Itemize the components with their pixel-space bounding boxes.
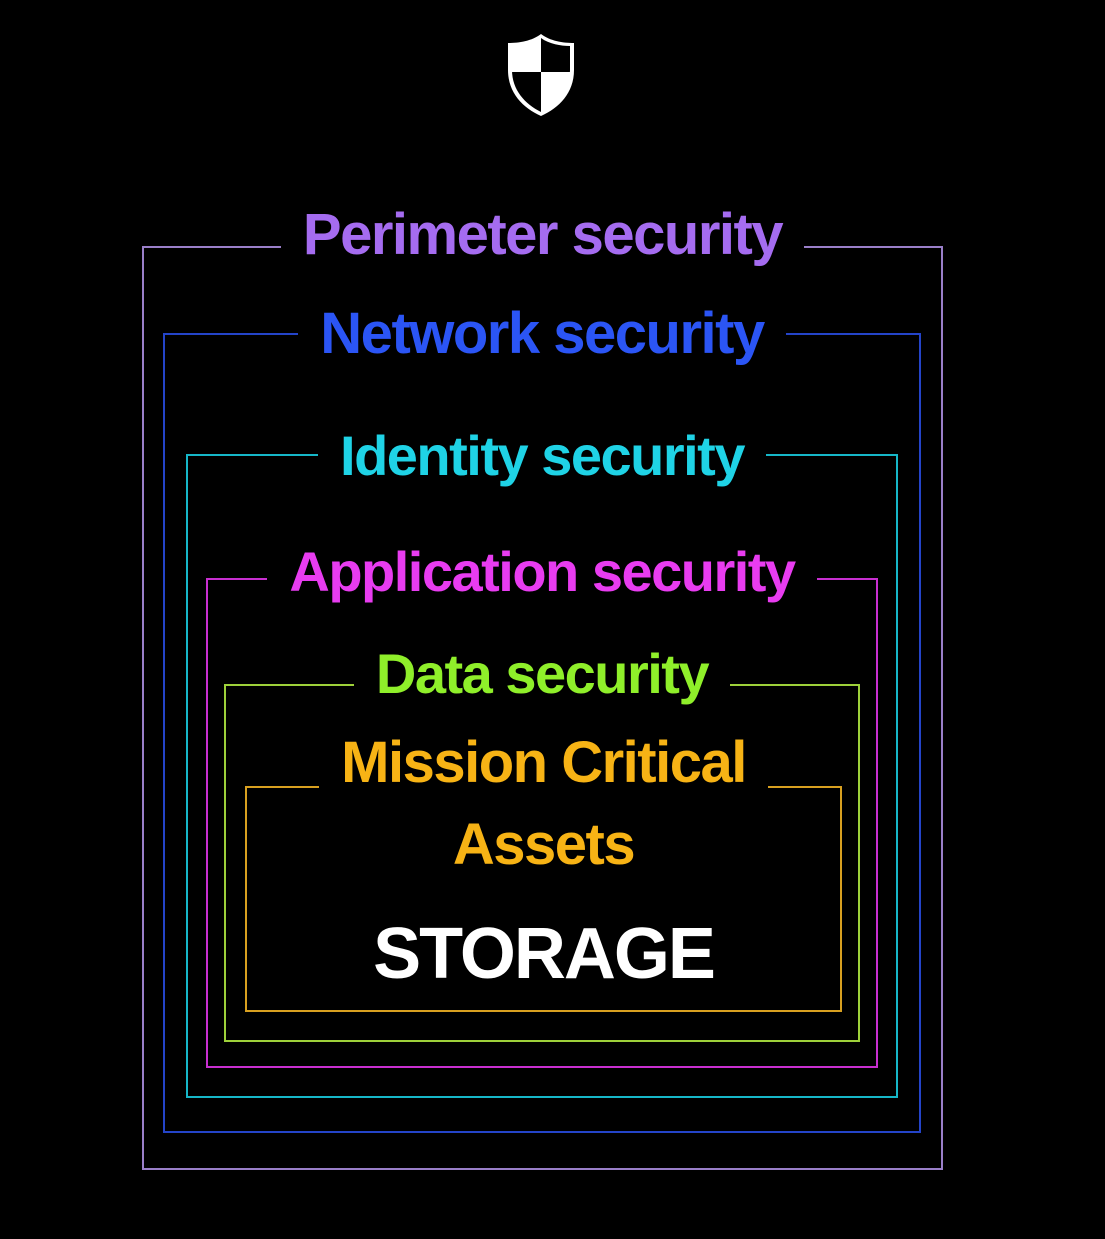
- layer-mission-critical: Mission Critical Assets STORAGE: [245, 730, 842, 1012]
- layer-label-mission-critical: Mission Critical: [319, 730, 768, 795]
- layer-identity: Identity security: [186, 424, 898, 1098]
- shield-icon: [505, 32, 577, 116]
- layer-network: Network security: [163, 301, 921, 1133]
- storage-label: STORAGE: [373, 914, 716, 994]
- layer-label-identity: Identity security: [318, 424, 766, 487]
- layer-perimeter: Perimeter security: [142, 202, 943, 1170]
- layer-data: Data security: [224, 642, 860, 1042]
- layer-label-network: Network security: [298, 301, 786, 366]
- layer-label-data: Data security: [353, 642, 731, 705]
- layer-label-application: Application security: [267, 540, 817, 603]
- layer-application: Application security: [206, 540, 878, 1068]
- layer-label-perimeter: Perimeter security: [280, 202, 805, 267]
- assets-label: Assets: [452, 812, 636, 877]
